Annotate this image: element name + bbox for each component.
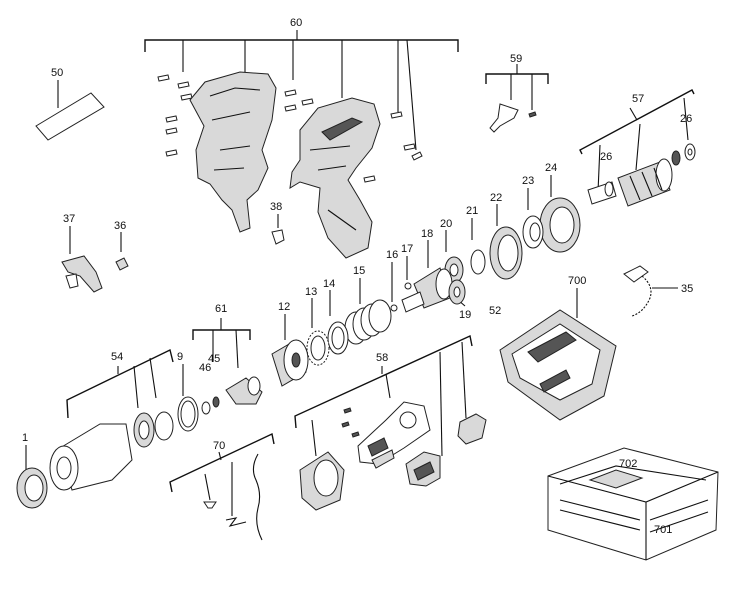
part-14-washer [327,290,349,355]
callout-38: 38 [270,201,282,213]
part-13-bearing [306,298,330,366]
callout-18: 18 [421,228,433,240]
right-housing-half [289,97,381,259]
callout-20: 20 [440,218,452,230]
part-38-clip [271,214,285,245]
part-12-hammer [271,314,309,387]
part-701-case [547,447,719,561]
callout-700: 700 [568,275,586,287]
callout-16: 16 [386,249,398,261]
part-22 [489,204,523,280]
part-16-ball [390,262,398,312]
callout-45: 45 [208,353,220,365]
callout-14: 14 [323,278,335,290]
callout-26-right: 26 [680,113,692,125]
group-motor [579,89,696,207]
callout-24: 24 [545,162,557,174]
callout-70: 70 [213,440,225,452]
callout-17: 17 [401,243,413,255]
part-1-sleeve [16,445,48,509]
housing-screws [157,74,423,183]
part-35-cable [623,265,678,317]
callout-13: 13 [305,286,317,298]
part-36-screw [115,232,129,271]
group-54 [49,348,174,491]
callout-9: 9 [177,351,183,363]
group-housing [144,30,459,259]
callout-61: 61 [215,303,227,315]
group-electronics [294,334,487,511]
group-70 [169,432,275,541]
part-50-label-plate [35,80,105,141]
callout-26-left: 26 [600,151,612,163]
callout-60: 60 [290,17,302,29]
callout-22: 22 [490,192,502,204]
callout-15: 15 [353,265,365,277]
callout-1: 1 [22,432,28,444]
callout-21: 21 [466,205,478,217]
callout-37: 37 [63,213,75,225]
callout-54: 54 [111,351,123,363]
part-21 [470,218,486,275]
callout-701: 701 [654,524,672,536]
part-23 [522,188,544,249]
part-17-ball [401,256,425,313]
part-24 [539,175,581,253]
callout-36: 36 [114,220,126,232]
left-housing-half [189,71,277,233]
callout-57: 57 [632,93,644,105]
callout-702: 702 [619,458,637,470]
part-9-ring [177,364,199,432]
part-15-spring [344,278,392,345]
callout-58: 58 [376,352,388,364]
group-59 [485,64,549,133]
part-700-case [499,288,617,421]
callout-23: 23 [522,175,534,187]
callout-59: 59 [510,53,522,65]
callout-52: 52 [489,305,501,317]
callout-19: 19 [459,309,471,321]
callout-12: 12 [278,301,290,313]
group-61 [192,318,263,415]
callout-46: 46 [199,362,211,374]
part-19-gear [448,279,466,307]
callout-50: 50 [51,67,63,79]
callout-35: 35 [681,283,693,295]
part-37-belt-clip [61,226,103,293]
callout-labels: 60 50 59 57 26 26 24 23 22 21 20 18 17 1… [22,17,693,536]
